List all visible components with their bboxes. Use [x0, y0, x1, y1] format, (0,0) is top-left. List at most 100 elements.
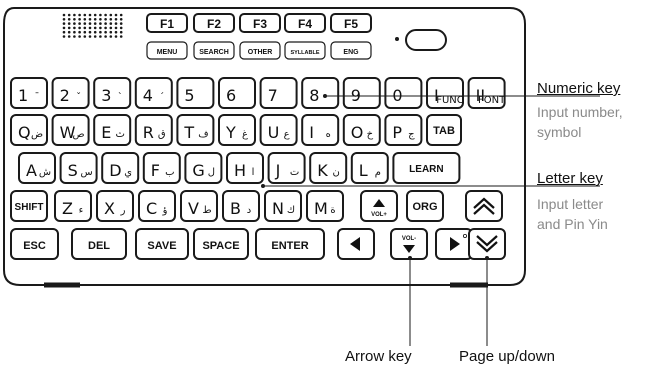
key-cap[interactable] [51, 77, 90, 109]
left-arrow-key[interactable] [337, 228, 375, 260]
key-5[interactable]: 5 [176, 77, 215, 109]
key-menu[interactable]: MENU [146, 41, 188, 60]
key-cap[interactable] [284, 41, 326, 60]
double-chevron-down-icon[interactable] [468, 228, 506, 260]
key-cap[interactable] [301, 77, 340, 109]
key-cap[interactable] [384, 77, 423, 109]
key-search[interactable]: SEARCH [193, 41, 235, 60]
key-6[interactable]: 6 [218, 77, 256, 109]
key-cap[interactable] [264, 190, 302, 222]
key-f5[interactable]: F5 [330, 13, 372, 33]
key-cap[interactable] [226, 152, 264, 184]
right-arrow-key[interactable] [435, 228, 473, 260]
key-cap[interactable] [330, 41, 372, 60]
key-cap[interactable] [255, 228, 325, 260]
key-cap[interactable] [18, 152, 56, 184]
key-cap[interactable] [193, 41, 235, 60]
key-cap[interactable] [59, 152, 98, 184]
key-9[interactable]: 9 [342, 77, 381, 109]
key-cap[interactable] [330, 13, 372, 33]
key-syllable[interactable]: SYLLABLE [284, 41, 326, 60]
key-cap[interactable] [222, 190, 260, 222]
key-del[interactable]: DEL [71, 228, 127, 260]
key-3[interactable]: 3` [93, 77, 132, 109]
key-cap[interactable] [193, 228, 249, 260]
key-4[interactable]: 4´ [134, 77, 173, 109]
key-cap[interactable] [10, 77, 48, 109]
key-cap[interactable] [309, 152, 348, 184]
key-cap[interactable] [218, 77, 256, 109]
key-cap[interactable] [101, 152, 140, 184]
key-f3[interactable]: F3 [239, 13, 281, 33]
key-i[interactable]: IFUNC [426, 77, 464, 109]
key-cap[interactable] [93, 77, 132, 109]
key-cap[interactable] [218, 114, 256, 146]
key-learn[interactable]: LEARN [392, 152, 461, 184]
power-button[interactable] [405, 29, 447, 51]
key-1[interactable]: 1¯ [10, 77, 48, 109]
key-cap[interactable] [10, 114, 48, 146]
key-cap[interactable] [184, 152, 223, 184]
key-cap[interactable] [146, 13, 188, 33]
key-cap[interactable] [342, 77, 381, 109]
key-cap[interactable] [10, 190, 48, 222]
key-cap[interactable] [384, 114, 423, 146]
key-w[interactable]: Wص [51, 114, 90, 146]
key-cap[interactable] [392, 152, 461, 184]
key-cap[interactable] [239, 13, 281, 33]
key-f2[interactable]: F2 [193, 13, 235, 33]
key-cap[interactable] [342, 114, 381, 146]
key-cap[interactable] [146, 41, 188, 60]
key-cap[interactable] [306, 190, 344, 222]
key-cap[interactable] [135, 228, 189, 260]
double-chevron-up-icon[interactable] [465, 190, 503, 222]
key-eng[interactable]: ENG [330, 41, 372, 60]
key-cap[interactable] [71, 228, 127, 260]
key-cap[interactable] [390, 228, 428, 260]
key-esc[interactable]: ESC [10, 228, 59, 260]
key-cap[interactable] [301, 114, 340, 146]
key-cap[interactable] [350, 152, 389, 184]
key-cap[interactable] [239, 41, 281, 60]
key-8[interactable]: 8 [301, 77, 340, 109]
key-cap[interactable] [96, 190, 134, 222]
key-7[interactable]: 7 [259, 77, 298, 109]
key-vol-up[interactable]: VOL+ [360, 190, 398, 222]
key-space[interactable]: SPACE [193, 228, 249, 260]
key-cap[interactable] [426, 77, 464, 109]
key-save[interactable]: SAVE [135, 228, 189, 260]
key-cap[interactable] [142, 152, 181, 184]
key-cap[interactable] [284, 13, 326, 33]
key-vol-down[interactable]: VOL- [390, 228, 428, 260]
key-cap[interactable] [176, 114, 215, 146]
key-0[interactable]: 0 [384, 77, 423, 109]
key-cap[interactable] [93, 114, 132, 146]
key-cap[interactable] [259, 114, 298, 146]
